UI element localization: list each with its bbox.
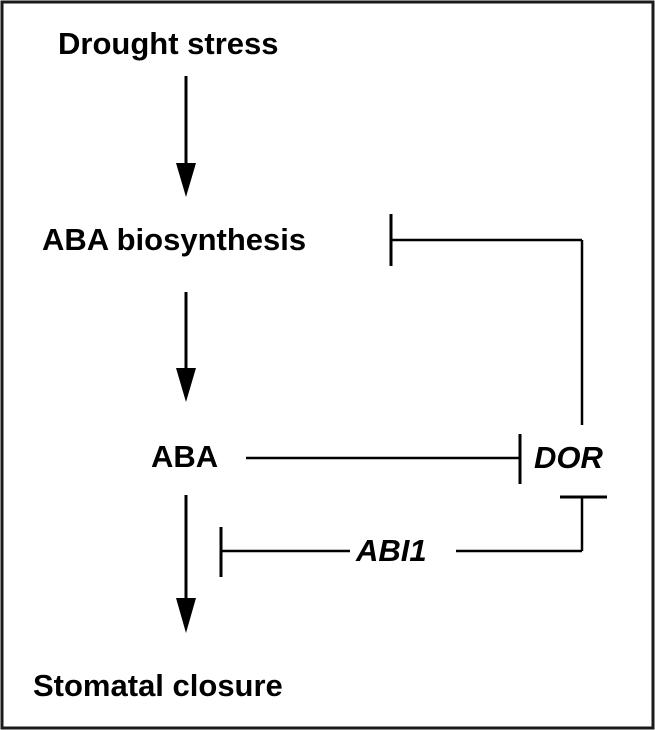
node-aba-biosynthesis: ABA biosynthesis (42, 222, 307, 257)
node-dor: DOR (534, 440, 603, 475)
node-abi1: ABI1 (356, 533, 427, 568)
arrow-biosynthesis-to-aba (176, 292, 196, 402)
node-drought-stress: Drought stress (58, 26, 279, 61)
arrow-aba-to-stomatal-closure (176, 495, 196, 633)
node-stomatal-closure: Stomatal closure (33, 668, 283, 703)
inhibition-aba-to-dor (246, 434, 522, 484)
inhibition-dor-to-biosynthesis (389, 214, 584, 425)
arrow-drought-to-biosynthesis (176, 76, 196, 197)
node-aba: ABA (151, 439, 219, 474)
inhibition-dor-via-abi1 (219, 495, 607, 577)
